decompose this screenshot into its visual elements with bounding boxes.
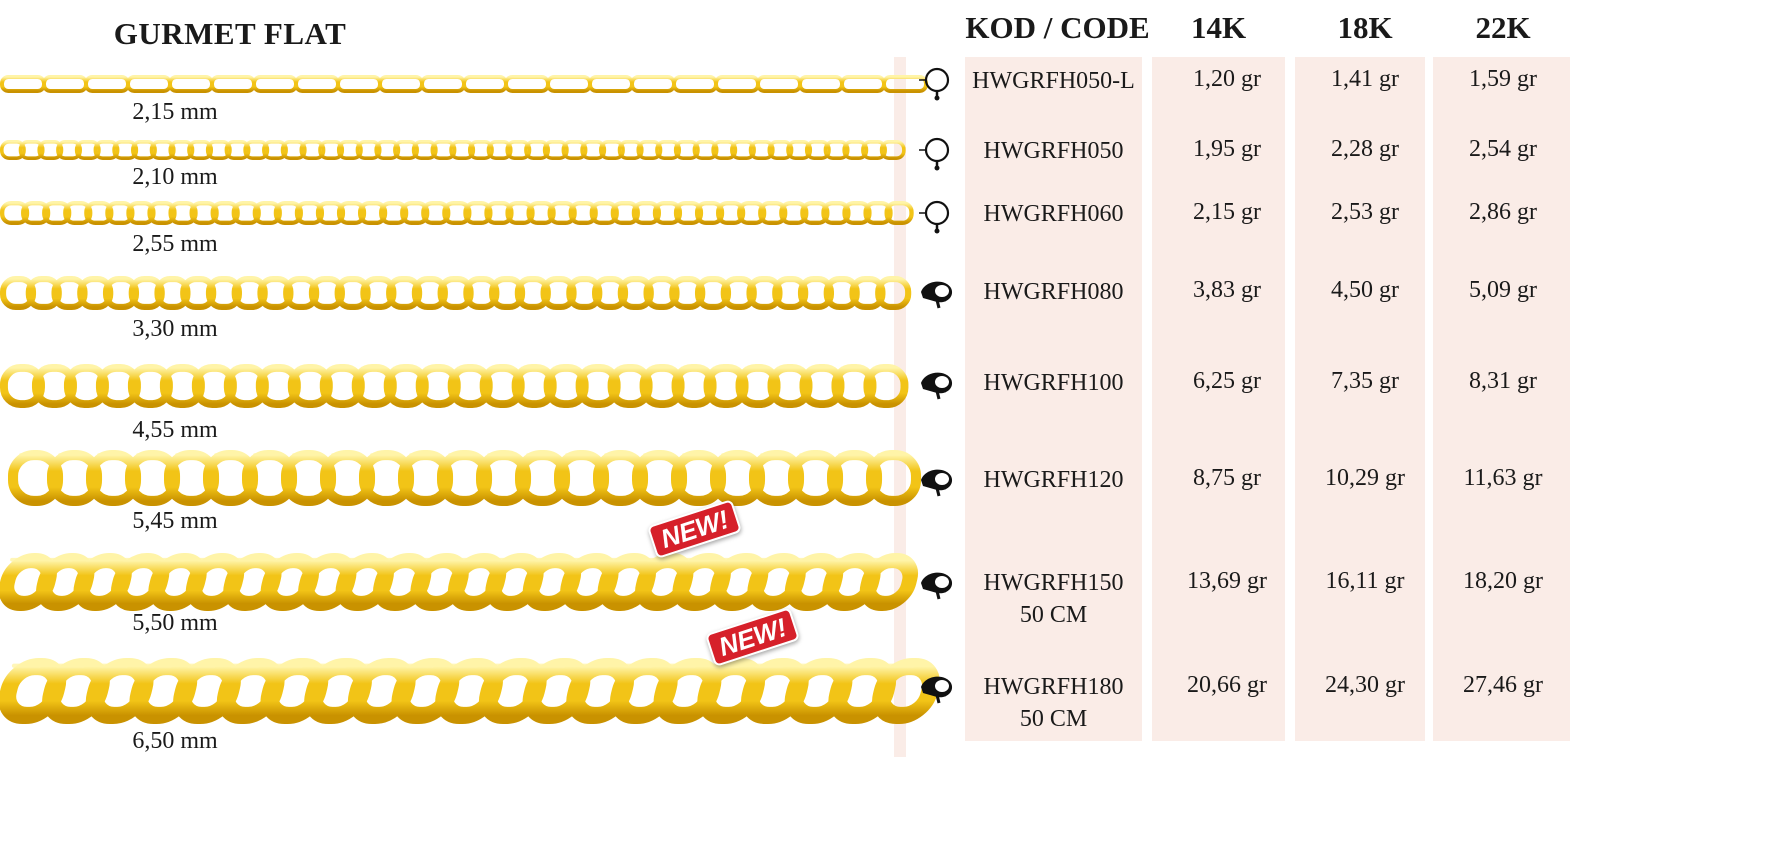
weight-14k: 8,75 gr [1193,465,1261,491]
chain-image [0,136,906,164]
chain-size-label: 5,50 mm [132,610,218,636]
chain-drawing [0,275,912,310]
chain-size-label: 3,30 mm [132,316,218,342]
chain-size-label: 6,50 mm [132,728,218,754]
chain-drawing [0,140,906,160]
weight-14k: 1,20 gr [1193,66,1261,92]
chain-drawing [0,657,940,725]
chain-image [0,272,912,314]
chain-size-label: 2,55 mm [132,231,218,257]
weight-22k: 11,63 gr [1463,465,1543,491]
chain-image [0,446,922,510]
weight-14k: 1,95 gr [1193,136,1261,162]
weight-18k: 1,41 gr [1331,66,1399,92]
weight-22k: 5,09 gr [1469,277,1537,303]
chain-drawing [0,552,918,611]
weight-22k: 1,59 gr [1469,66,1537,92]
page-title: GURMET FLAT [113,16,347,51]
product-code: HWGRFH120 [983,467,1124,493]
chain-length: 50 CM [1019,706,1088,732]
spring-ring-icon [915,196,959,241]
product-code: HWGRFH180 [983,674,1124,700]
chain-image [0,549,918,615]
chain-size-label: 2,15 mm [132,99,218,125]
weight-18k: 10,29 gr [1325,465,1405,491]
weight-22k: 2,54 gr [1469,136,1537,162]
lobster-clasp-icon [915,565,959,610]
chain-image [0,197,914,229]
chain-drawing [0,75,928,93]
header-18k: 18K [1337,10,1393,45]
chain-image [0,71,928,97]
code-column-background [965,57,1142,741]
k18-column-background [1295,57,1425,741]
product-code: HWGRFH050 [983,138,1124,164]
k14-column-background [1152,57,1285,741]
chain-image [0,654,940,728]
product-code: HWGRFH150 [983,570,1124,596]
weight-22k: 8,31 gr [1469,368,1537,394]
clasp-column-background [894,57,906,757]
weight-18k: 4,50 gr [1331,277,1399,303]
lobster-clasp-icon [915,365,959,410]
weight-18k: 7,35 gr [1331,368,1399,394]
header-22k: 22K [1475,10,1531,45]
weight-14k: 3,83 gr [1193,277,1261,303]
k22-column-background [1433,57,1570,741]
lobster-clasp-icon [915,274,959,319]
chain-length: 50 CM [1019,602,1088,628]
weight-18k: 24,30 gr [1325,672,1405,698]
chain-size-label: 4,55 mm [132,417,218,443]
header-code: KOD / CODE [965,10,1150,45]
product-code: HWGRFH100 [983,370,1124,396]
chain-drawing [7,449,922,506]
header-14k: 14K [1190,10,1247,45]
weight-22k: 27,46 gr [1463,672,1543,698]
weight-14k: 20,66 gr [1187,672,1267,698]
lobster-clasp-icon [915,669,959,714]
weight-22k: 18,20 gr [1463,568,1543,594]
chain-size-label: 2,10 mm [132,164,218,190]
weight-14k: 2,15 gr [1193,199,1261,225]
chain-size-label: 5,45 mm [132,508,218,534]
spring-ring-icon [915,63,959,108]
weight-18k: 2,28 gr [1331,136,1399,162]
spring-ring-icon [915,133,959,178]
product-code: HWGRFH050-L [972,68,1135,94]
weight-14k: 13,69 gr [1187,568,1267,594]
product-code: HWGRFH080 [983,279,1124,305]
chain-image [0,360,909,412]
chain-drawing [0,200,914,226]
weight-18k: 2,53 gr [1331,199,1399,225]
weight-14k: 6,25 gr [1193,368,1261,394]
weight-22k: 2,86 gr [1469,199,1537,225]
weight-18k: 16,11 gr [1325,568,1405,594]
lobster-clasp-icon [915,462,959,507]
chain-drawing [0,364,909,409]
product-code: HWGRFH060 [983,201,1124,227]
